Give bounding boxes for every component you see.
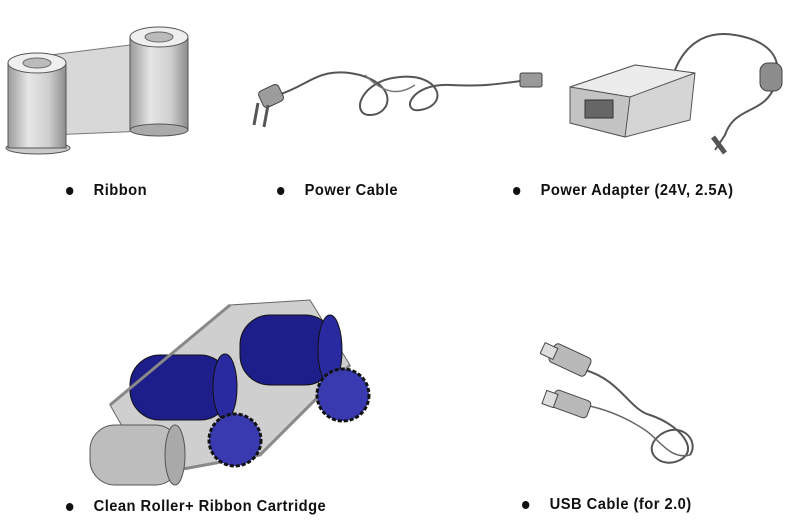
power-adapter-icon bbox=[569, 33, 783, 155]
caption-power-adapter: Power Adapter (24V, 2.5A) bbox=[513, 182, 733, 200]
bullet-icon bbox=[277, 187, 285, 195]
power-cable-icon bbox=[252, 71, 543, 128]
caption-clean-roller: Clean Roller+ Ribbon Cartridge bbox=[66, 498, 326, 516]
bullet-icon bbox=[66, 187, 74, 195]
label-usb-cable: USB Cable (for 2.0) bbox=[549, 496, 692, 513]
bullet-icon bbox=[513, 187, 521, 195]
usb-cable-icon bbox=[540, 341, 694, 464]
label-power-adapter: Power Adapter (24V, 2.5A) bbox=[540, 182, 734, 199]
label-clean-roller: Clean Roller+ Ribbon Cartridge bbox=[93, 498, 327, 515]
caption-ribbon: Ribbon bbox=[66, 182, 147, 200]
ribbon-cartridge-icon bbox=[89, 299, 371, 486]
ribbon-icon bbox=[5, 26, 189, 155]
label-ribbon: Ribbon bbox=[93, 182, 148, 199]
bullet-icon bbox=[522, 501, 530, 509]
bullet-icon bbox=[66, 503, 74, 511]
caption-power-cable: Power Cable bbox=[277, 182, 398, 200]
caption-usb-cable: USB Cable (for 2.0) bbox=[522, 496, 692, 514]
label-power-cable: Power Cable bbox=[304, 182, 399, 199]
